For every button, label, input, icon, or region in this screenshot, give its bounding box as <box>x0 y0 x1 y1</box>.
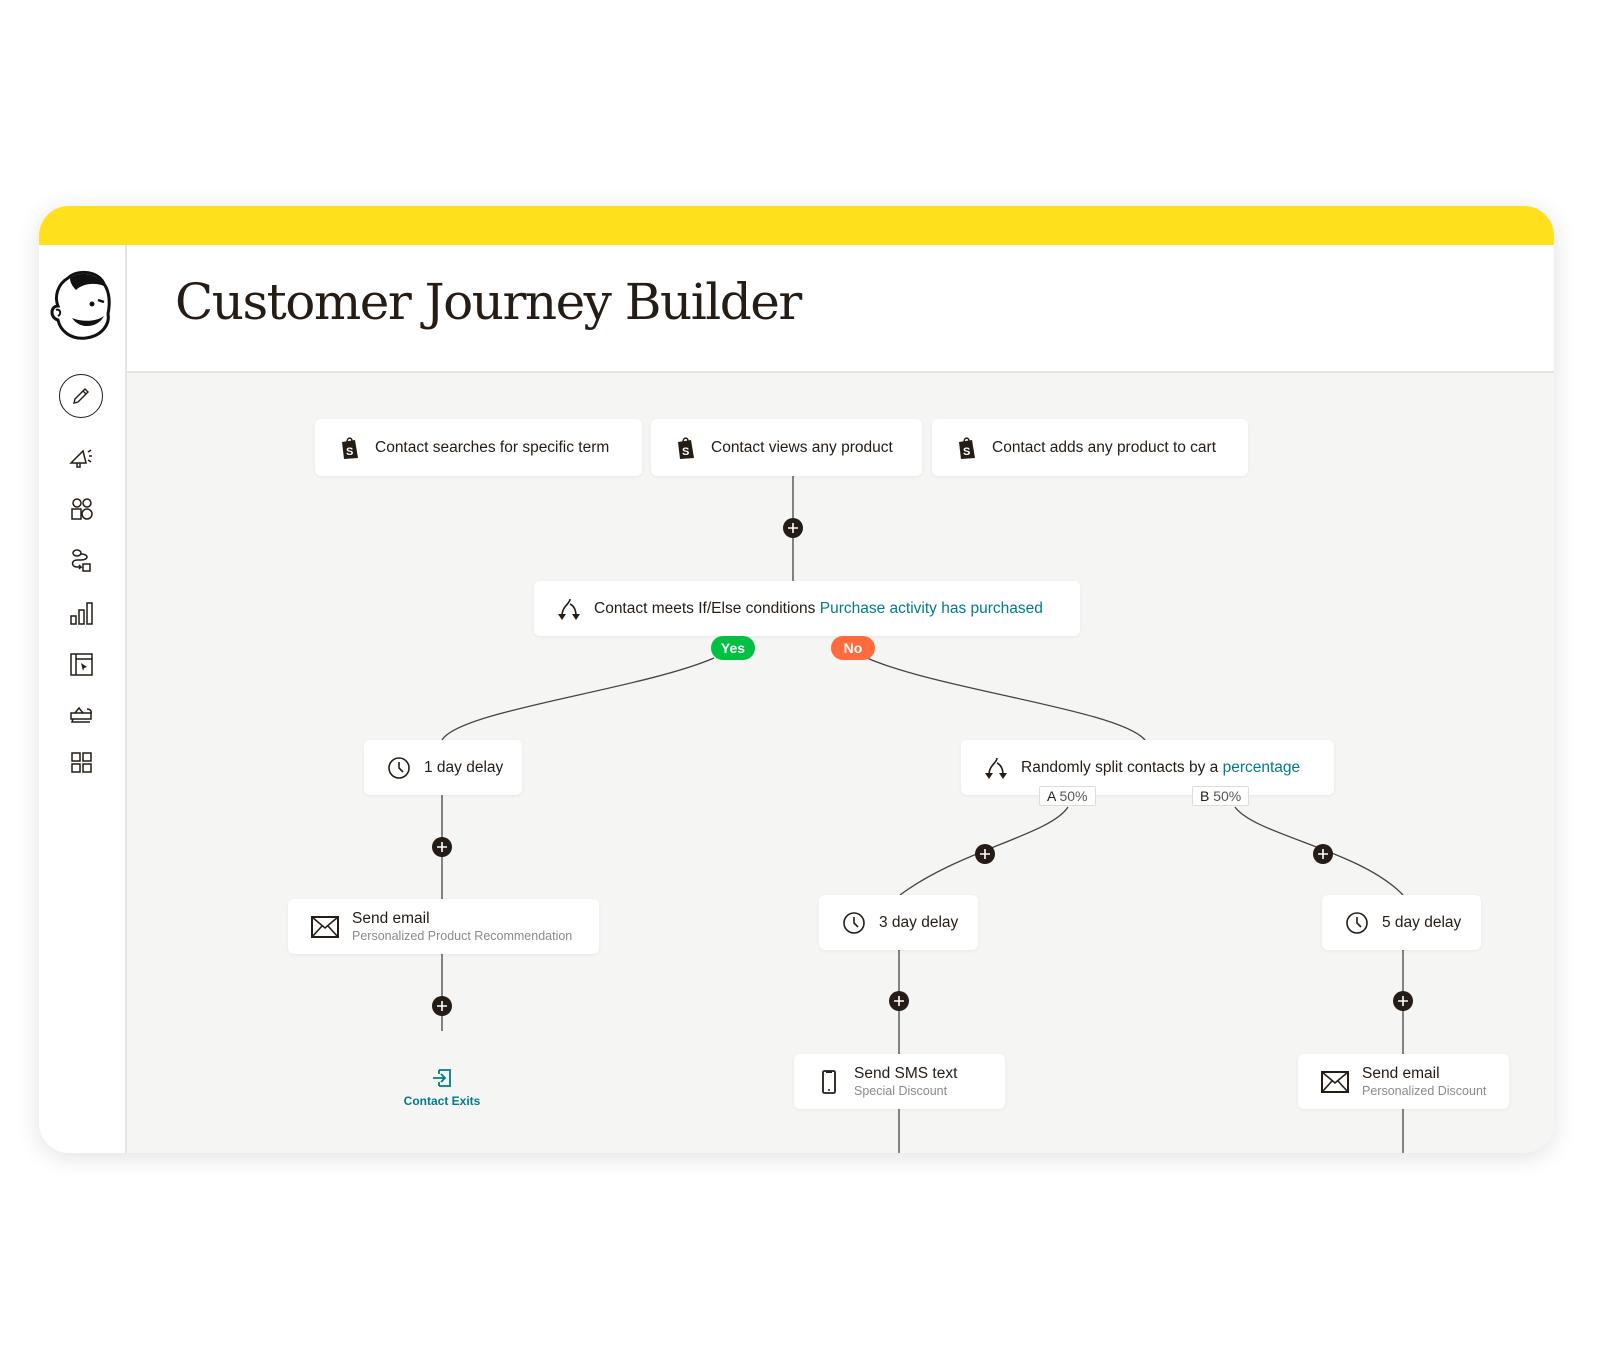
path-percent: 50% <box>1059 788 1088 804</box>
trigger-label: Contact views any product <box>711 438 893 456</box>
add-step-buttons <box>432 518 1413 1016</box>
automation-icon[interactable] <box>67 547 97 577</box>
condition-link[interactable]: Purchase activity has purchased <box>819 599 1043 617</box>
clock-icon <box>1346 911 1368 934</box>
if-else-condition-card[interactable]: Contact meets If/Else conditions Purchas… <box>534 581 1080 636</box>
shopify-bag-icon: S <box>342 436 358 459</box>
trigger-label: Contact searches for specific term <box>375 438 610 456</box>
delay-card[interactable]: 1 day delay <box>364 740 522 795</box>
sidebar <box>39 245 127 1153</box>
delay-card[interactable]: 3 day delay <box>819 895 978 950</box>
add-step-button[interactable] <box>432 837 452 857</box>
email-subtitle: Personalized Product Recommendation <box>352 929 573 943</box>
page-header: Customer Journey Builder <box>127 245 1554 373</box>
svg-text:S: S <box>963 446 970 458</box>
yes-badge: Yes <box>711 636 755 660</box>
email-subtitle: Personalized Discount <box>1362 1084 1487 1098</box>
delay-card[interactable]: 5 day delay <box>1322 895 1481 950</box>
add-step-button[interactable] <box>889 991 909 1011</box>
audience-icon[interactable] <box>67 495 97 525</box>
add-step-button[interactable] <box>975 844 995 864</box>
delay-label: 1 day delay <box>424 758 504 776</box>
envelope-icon <box>311 915 339 938</box>
split-label: Randomly split contacts by a <box>1021 758 1219 776</box>
analytics-icon[interactable] <box>67 599 97 629</box>
path-percent: 50% <box>1213 788 1242 804</box>
mailchimp-logo-icon <box>50 270 111 340</box>
path-letter: B <box>1200 788 1210 804</box>
path-a-label: A 50% <box>1039 786 1096 806</box>
condition-label: Contact meets If/Else conditions <box>594 599 816 617</box>
delay-label: 3 day delay <box>879 913 959 931</box>
pencil-icon <box>73 388 89 404</box>
page-title: Customer Journey Builder <box>175 273 802 331</box>
megaphone-icon[interactable] <box>67 443 97 473</box>
sms-title: Send SMS text <box>854 1065 958 1082</box>
path-b-label: B 50% <box>1192 786 1250 806</box>
app-window: Customer Journey Builder <box>39 206 1554 1153</box>
add-step-button[interactable] <box>1393 991 1413 1011</box>
top-accent-bar <box>39 206 1554 245</box>
create-button[interactable] <box>59 374 103 418</box>
split-link[interactable]: percentage <box>1222 758 1301 776</box>
content-icon[interactable] <box>67 699 97 729</box>
email-title: Send email <box>352 910 430 927</box>
mobile-phone-icon <box>822 1069 836 1094</box>
email-title: Send email <box>1362 1065 1440 1082</box>
svg-text:S: S <box>346 446 353 458</box>
path-letter: A <box>1047 788 1056 804</box>
split-arrows-icon <box>985 757 1007 779</box>
integrations-icon[interactable] <box>67 748 97 778</box>
random-split-card[interactable]: Randomly split contacts by a percentage <box>961 740 1334 795</box>
delay-label: 5 day delay <box>1382 913 1462 931</box>
svg-text:S: S <box>682 446 689 458</box>
envelope-icon <box>1321 1070 1349 1093</box>
no-badge: No <box>831 636 875 660</box>
add-step-button[interactable] <box>783 518 803 538</box>
shopify-bag-icon: S <box>959 436 975 459</box>
split-arrows-icon <box>558 598 580 620</box>
trigger-label: Contact adds any product to cart <box>992 438 1217 456</box>
exit-icon <box>433 1069 451 1087</box>
clock-icon <box>843 911 865 934</box>
contact-exits-label: Contact Exits <box>403 1094 481 1108</box>
add-step-button[interactable] <box>1313 844 1333 864</box>
clock-icon <box>388 756 410 779</box>
add-step-button[interactable] <box>432 996 452 1016</box>
trigger-card[interactable]: S Contact views any product <box>651 419 922 476</box>
trigger-card[interactable]: S Contact adds any product to cart <box>932 419 1248 476</box>
sms-subtitle: Special Discount <box>854 1084 948 1098</box>
website-icon[interactable] <box>67 650 97 680</box>
trigger-card[interactable]: S Contact searches for specific term <box>315 419 642 476</box>
shopify-bag-icon: S <box>678 436 694 459</box>
